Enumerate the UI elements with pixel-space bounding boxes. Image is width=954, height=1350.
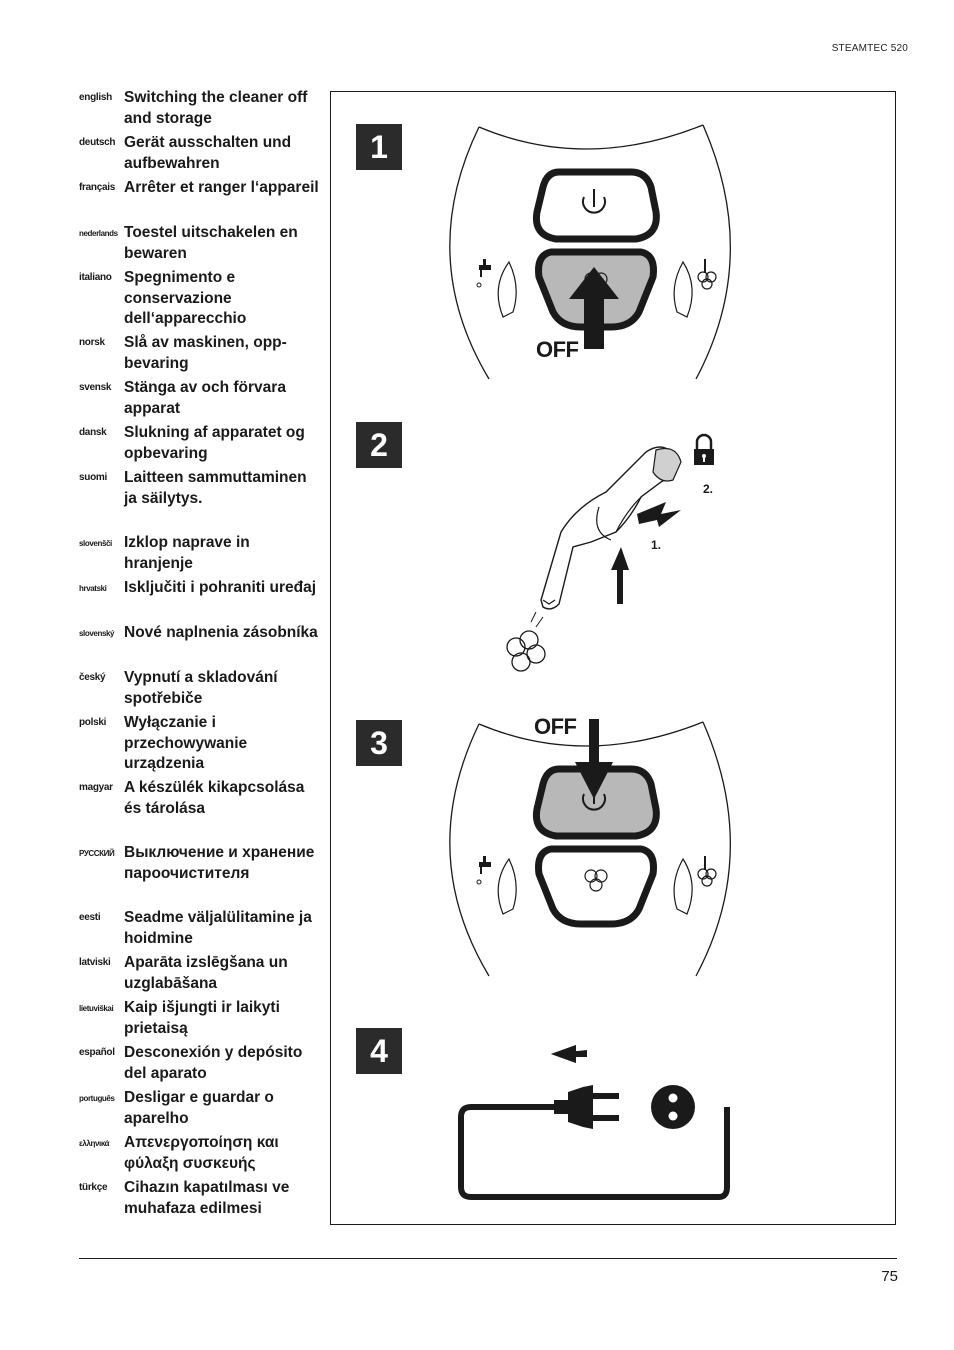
- control-panel-step-1: [449, 124, 731, 380]
- water-tap-icon: [476, 856, 491, 885]
- off-label-step-1: OFF: [536, 337, 579, 362]
- press-arrow: [575, 719, 613, 799]
- footer-divider: [79, 1258, 897, 1259]
- lang-name: nederlands: [79, 229, 118, 238]
- lang-title: Desligar e guardar o aparelho: [124, 1089, 274, 1127]
- step-1-badge: 1: [356, 124, 402, 170]
- lang-title: Slå av maskinen, opp-bevaring: [124, 334, 287, 372]
- lang-name: eesti: [79, 912, 101, 923]
- lang-name: suomi: [79, 472, 107, 483]
- lang-name: ελληνικά: [79, 1139, 110, 1148]
- lang-title: Spegnimento e conservazione dell‘apparec…: [124, 269, 247, 327]
- lang-title: Seadme väljalülitamine ja hoidmine: [124, 909, 312, 947]
- lang-title: Wyłączanie i przechowywanie urządzenia: [124, 714, 248, 772]
- lang-name: slovenský: [79, 629, 115, 638]
- step-3-badge: 3: [356, 720, 402, 766]
- arrow-slide: [637, 502, 681, 527]
- lang-title: Απενεργοποίηση και φύλαξη συσκευής: [124, 1134, 279, 1172]
- power-icon: [582, 189, 606, 214]
- lang-name: lietuviškai: [79, 1004, 114, 1013]
- lang-name: português: [79, 1094, 115, 1103]
- steam-trigger-icon: [697, 259, 717, 290]
- steam-gun-illustration: [506, 433, 714, 672]
- arrow-up: [611, 547, 629, 604]
- socket-icon: [651, 1085, 695, 1129]
- lang-name: latviski: [79, 957, 111, 968]
- lang-title: Izklop naprave in hranjenje: [124, 534, 250, 572]
- lang-title: Vypnutí a skladování spotřebiče: [124, 669, 278, 707]
- unplug-illustration: [458, 1045, 730, 1200]
- lang-title: Stänga av och förvara apparat: [124, 379, 286, 417]
- plug-icon: [554, 1085, 619, 1129]
- steam-cloud-icon: [506, 611, 546, 672]
- lang-name: english: [79, 92, 112, 103]
- lang-title: Arrêter et ranger l‘appareil: [124, 179, 319, 196]
- lang-name: italiano: [79, 272, 112, 283]
- off-label-step-3: OFF: [534, 714, 577, 739]
- steam-icon: [584, 869, 608, 892]
- illustration-box: 1 OFF 2: [330, 91, 896, 1225]
- lang-title: Выключение и хранение пароочистителя: [124, 844, 315, 882]
- lang-title: Isključiti i pohraniti uređaj: [124, 579, 317, 596]
- lang-name: dansk: [79, 427, 107, 438]
- lang-title: Kaip išjungti ir laikyti prietaisą: [124, 999, 280, 1037]
- lang-name: deutsch: [79, 137, 116, 148]
- lang-name: español: [79, 1047, 115, 1058]
- step-4-badge: 4: [356, 1028, 402, 1074]
- step-2-label-second: 2.: [703, 482, 714, 496]
- model-name: STEAMTEC 520: [831, 43, 908, 54]
- lang-title: Desconexión y depósito del aparato: [124, 1044, 303, 1082]
- step-2-label-first: 1.: [651, 538, 662, 552]
- lang-title: Gerät ausschalten und aufbewahren: [124, 134, 292, 172]
- lang-title: Cihazın kapatılması ve muhafaza edilmesi: [124, 1179, 290, 1217]
- press-arrow: [569, 267, 619, 349]
- step-2-badge: 2: [356, 422, 402, 468]
- lang-name: svensk: [79, 382, 112, 393]
- lang-name: РУССКИЙ: [79, 849, 115, 858]
- lang-name: norsk: [79, 337, 105, 348]
- lang-name: český: [79, 672, 106, 683]
- lang-name: polski: [79, 717, 107, 728]
- lang-title: Nové naplnenia zásobníka: [124, 624, 318, 641]
- control-panel-step-3: [449, 719, 731, 977]
- lock-icon: [694, 433, 714, 465]
- lang-name: slovenšči: [79, 539, 112, 548]
- lang-name: magyar: [79, 782, 113, 793]
- lang-name: français: [79, 182, 115, 193]
- lang-title: Switching the cleaner off and storage: [124, 89, 308, 127]
- water-tap-icon: [476, 259, 491, 288]
- steam-trigger-icon: [697, 856, 717, 887]
- lang-title: Slukning af apparatet og opbevaring: [124, 424, 305, 462]
- lang-name: hrvatski: [79, 584, 107, 593]
- page-number: 75: [881, 1268, 898, 1285]
- lang-title: Laitteen sammuttaminen ja säilytys.: [124, 469, 307, 507]
- lang-title: Aparāta izslēgšana un uzglabāšana: [124, 954, 288, 992]
- lang-name: türkçe: [79, 1182, 108, 1193]
- lang-title: Toestel uitschakelen en bewaren: [124, 224, 298, 262]
- lang-title: A készülék kikapcsolása és tárolása: [124, 779, 305, 817]
